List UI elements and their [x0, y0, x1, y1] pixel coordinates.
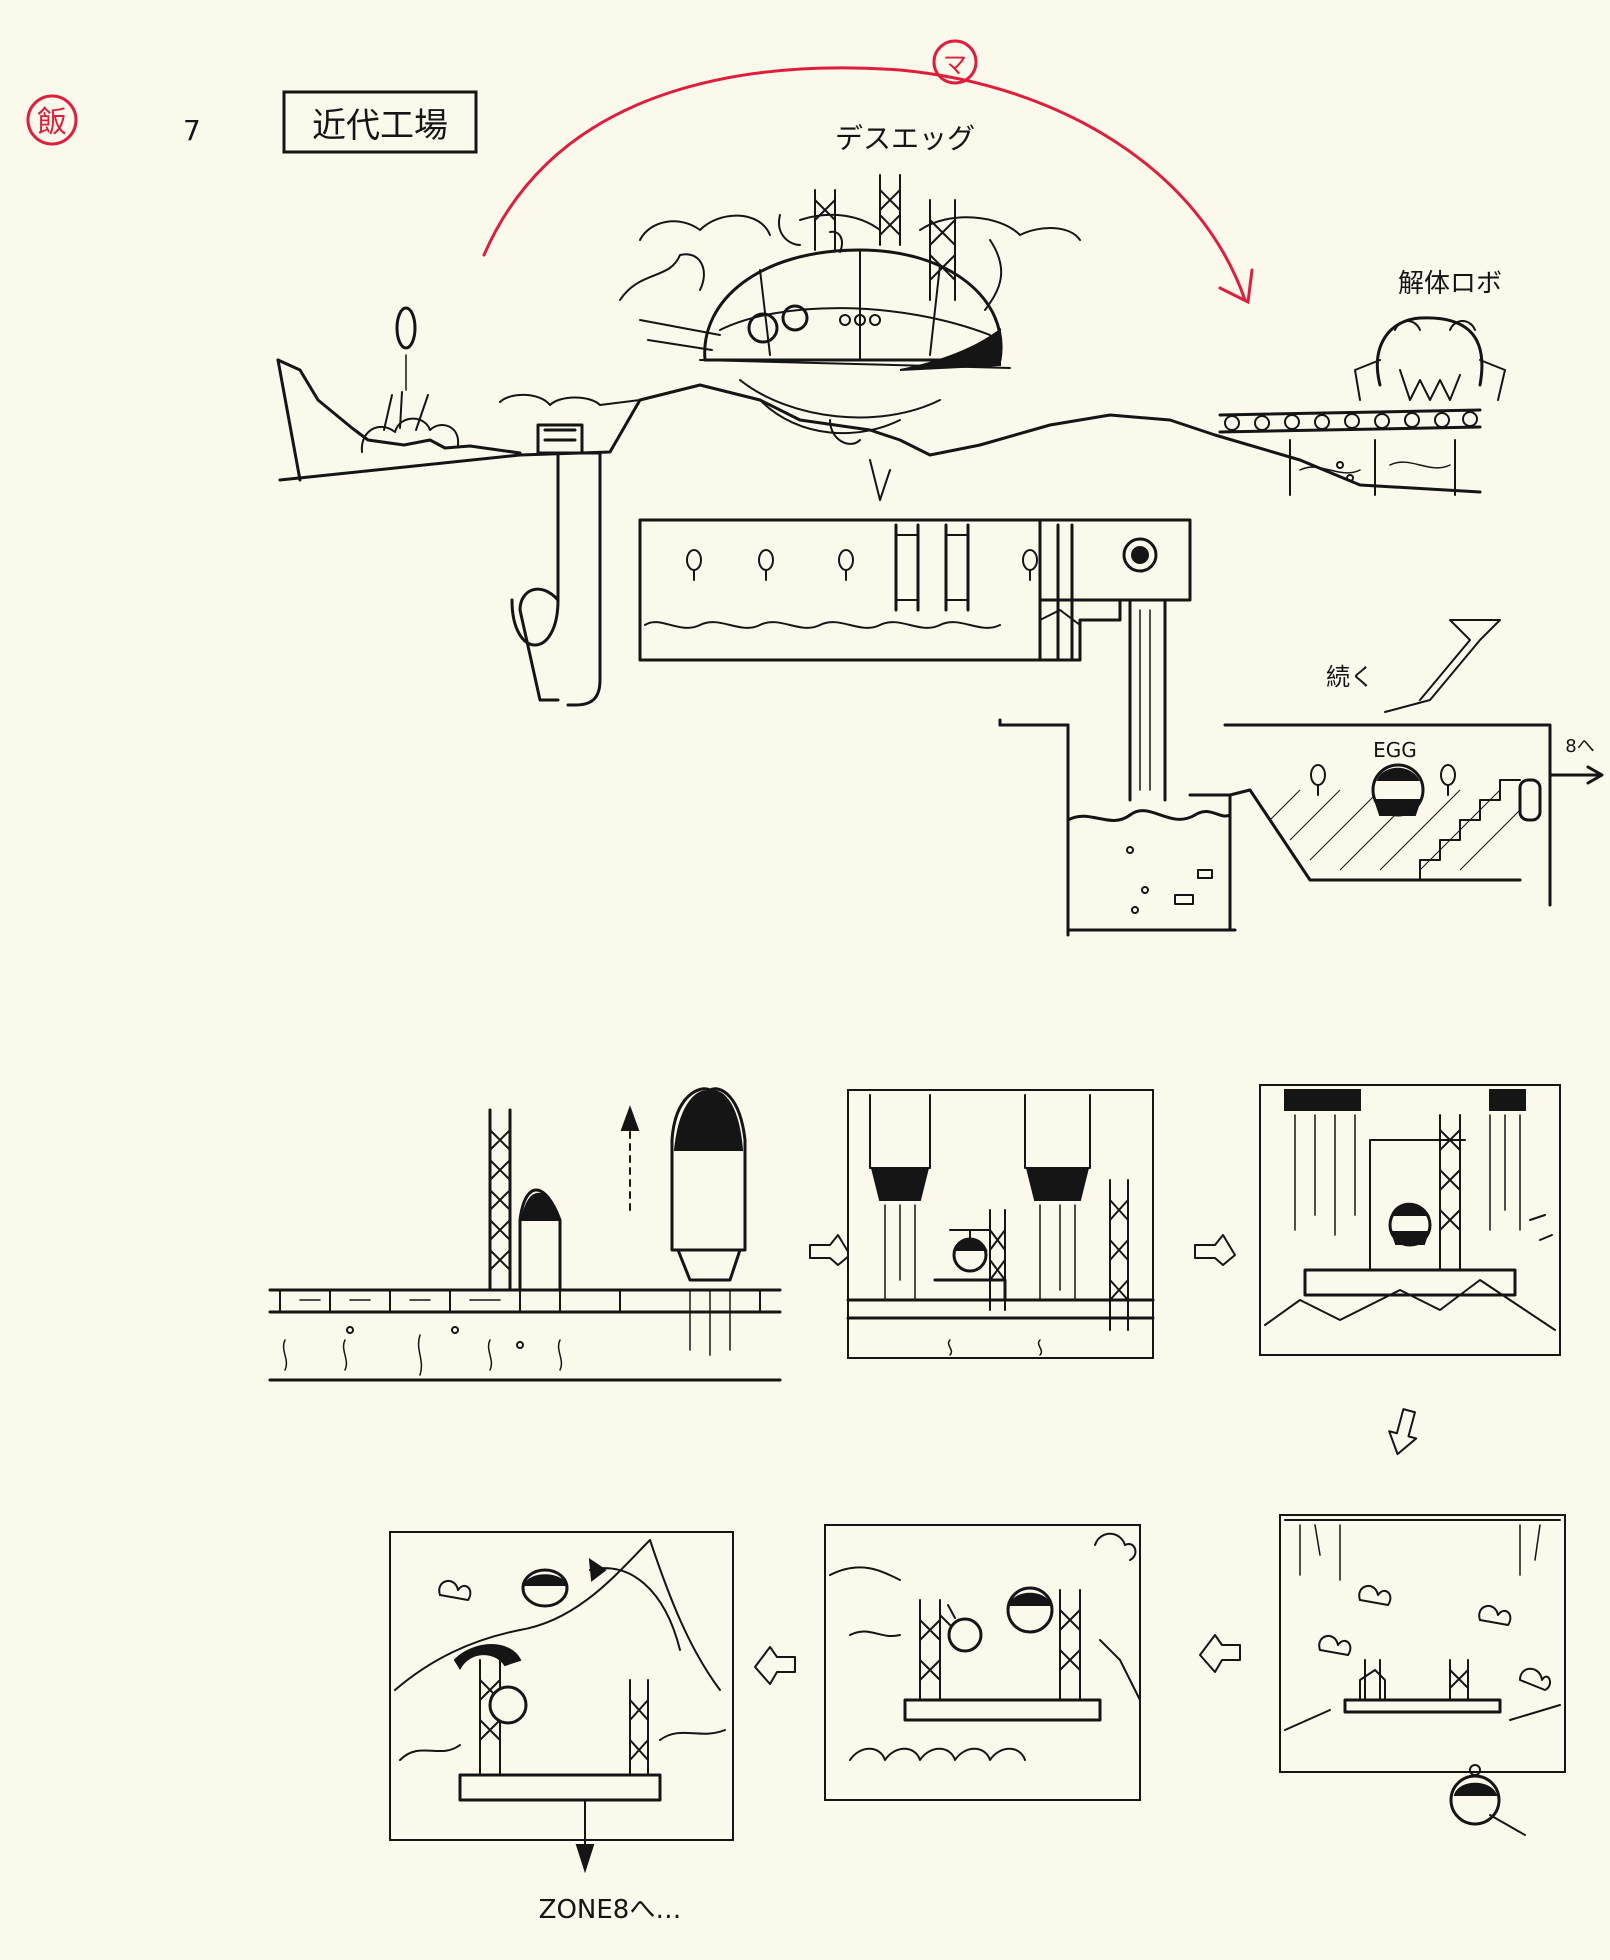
- dismantle-robo: 解体ロボ: [1355, 269, 1505, 400]
- panel-rockets-descend: [848, 1090, 1153, 1358]
- arrow-left-icon: [1200, 1635, 1240, 1672]
- waterfall-shaft: [1000, 600, 1235, 935]
- torch-icon: [839, 550, 853, 580]
- stamp-text: 飯: [37, 105, 67, 140]
- page-number: 7: [183, 114, 201, 147]
- next-zone-label: ZONE8へ…: [539, 1895, 682, 1925]
- torch-icon: [1023, 550, 1037, 580]
- torch-icon: [1441, 765, 1455, 795]
- death-egg: デスエッグ: [620, 122, 1080, 500]
- torch-icon: [687, 550, 701, 580]
- panel-hero-vs-eggman: [825, 1525, 1140, 1800]
- approval-stamp: 飯: [28, 96, 76, 144]
- eggman-pod-icon: [1451, 1765, 1525, 1835]
- arrow-left-icon: [755, 1647, 795, 1684]
- edit-mark: マ: [943, 51, 967, 79]
- next-note-top: 8へ: [1565, 736, 1594, 757]
- underground-corridor: [640, 520, 1190, 660]
- egg-label: EGG: [1373, 738, 1417, 762]
- rocket-scene: [270, 1089, 780, 1380]
- zone-title-box: 近代工場: [284, 92, 476, 152]
- egg-room: EGG 続く 8へ: [1225, 620, 1602, 905]
- panel-eggman-platform: [1260, 1085, 1560, 1355]
- death-egg-label: デスエッグ: [835, 122, 975, 155]
- arrow-right-icon: [810, 1235, 850, 1265]
- ring-icon: [397, 308, 415, 348]
- eggman-icon: [1373, 765, 1423, 815]
- continue-note: 続く: [1326, 663, 1374, 691]
- zone-title: 近代工場: [312, 106, 448, 146]
- panel-hero-arrives: [1280, 1515, 1565, 1835]
- eggman-pod-icon: [523, 1570, 567, 1606]
- top-level-map: デスエッグ 解体ロボ: [278, 122, 1602, 935]
- torch-icon: [759, 550, 773, 580]
- arrow-down-icon: [1384, 1407, 1423, 1458]
- arrow-right-icon: [1195, 1235, 1235, 1265]
- dismantle-robo-label: 解体ロボ: [1398, 269, 1502, 299]
- panel-eggman-flees: ZONE8へ…: [390, 1532, 733, 1925]
- torch-icon: [1311, 765, 1325, 795]
- red-route-arrow: マ: [484, 41, 1252, 302]
